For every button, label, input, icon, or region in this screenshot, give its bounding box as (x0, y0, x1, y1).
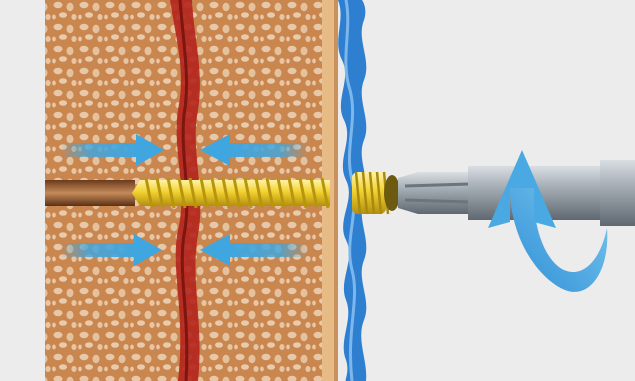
drill-channel (45, 180, 135, 206)
screw-head-socket (384, 175, 400, 211)
cortical-edge (334, 0, 338, 381)
